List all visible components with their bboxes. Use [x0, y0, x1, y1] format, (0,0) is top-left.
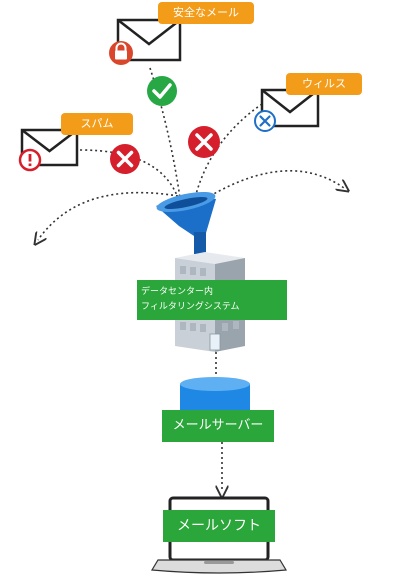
path-virus [194, 103, 263, 199]
safe-mail-tag: 安全なメール [158, 2, 254, 24]
incoming-paths [79, 67, 263, 199]
reject-path-right [209, 170, 344, 197]
check-icon [147, 76, 177, 106]
virus-tag: ウィルス [286, 73, 362, 95]
lock-icon [109, 41, 133, 65]
path-spam [79, 149, 179, 199]
reject-path-left [38, 191, 179, 240]
datacenter-label: データセンター内 フィルタリングシステム [137, 280, 287, 320]
funnel-icon [156, 191, 216, 254]
mail-software-label: メールソフト [163, 510, 275, 542]
path-safe-mail [149, 67, 181, 199]
rejected-paths [38, 170, 344, 240]
mail-server-label: メールサーバー [162, 410, 274, 442]
warning-icon [18, 148, 42, 172]
spam-tag: スパム [61, 113, 133, 135]
cross-icon [110, 144, 140, 174]
x-circle-icon [254, 110, 276, 132]
cross-icon [188, 126, 220, 158]
datacenter-label-line2: フィルタリングシステム [141, 302, 240, 312]
datacenter-label-line1: データセンター内 [141, 287, 214, 297]
